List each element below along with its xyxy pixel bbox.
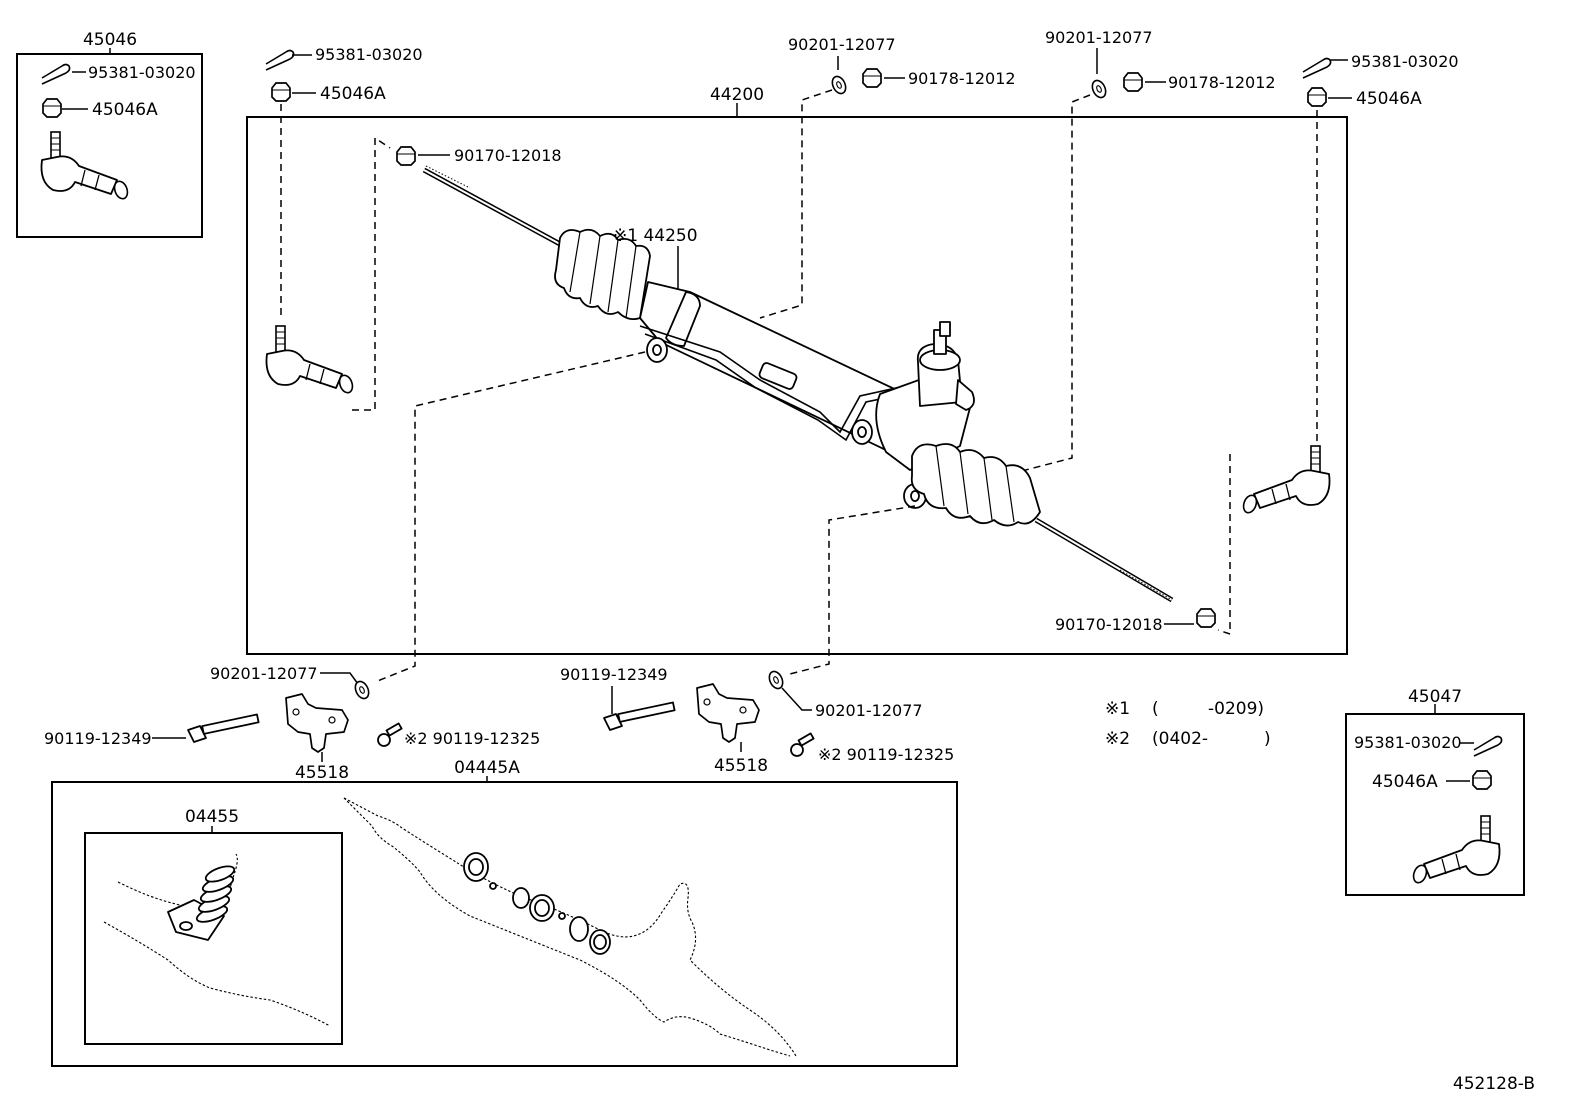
label-45046a-left: 45046A xyxy=(320,84,386,104)
group-label-45047: 45047 xyxy=(1408,687,1462,707)
group-04445a: 04445A 04455 xyxy=(51,758,958,1067)
label-90201-top-2: 90201-12077 xyxy=(1045,28,1153,47)
castle-nut-icon xyxy=(42,98,62,118)
spring-assembly-icon xyxy=(103,853,331,1027)
label-90170-lower: 90170-12018 xyxy=(1055,615,1163,634)
note-1-range: -0209) xyxy=(1208,699,1264,719)
label-45046a-box-lh: 45046A xyxy=(92,100,158,120)
upper-mid-parts: 90201-12077 90178-12012 90201-12077 9017… xyxy=(759,28,1276,475)
note-1-open: ( xyxy=(1152,699,1159,719)
label-45046a-right: 45046A xyxy=(1356,89,1422,109)
castle-nut-icon xyxy=(1472,770,1492,790)
tie-rod-end-inner-right-icon xyxy=(1240,445,1331,516)
label-90178-top-1: 90178-12012 xyxy=(908,69,1016,88)
cotter-pin-icon xyxy=(1473,735,1503,757)
label-45518-right: 45518 xyxy=(714,756,768,776)
label-90201-lower-right: 90201-12077 xyxy=(815,701,923,720)
group-label-04455: 04455 xyxy=(185,807,239,827)
lock-nut-icon xyxy=(396,146,416,166)
lock-nut-icon xyxy=(1196,608,1216,628)
castle-nut-icon xyxy=(1307,87,1327,107)
bracket-45518-right-icon xyxy=(696,683,760,743)
label-95381-right: 95381-03020 xyxy=(1351,52,1459,71)
label-90178-top-2: 90178-12012 xyxy=(1168,73,1276,92)
group-45046: 45046 95381-03020 45046A xyxy=(16,30,203,238)
cotter-pin-icon xyxy=(1302,57,1332,79)
washer-icon xyxy=(351,678,373,702)
cotter-pin-icon xyxy=(41,63,71,85)
nut-icon xyxy=(1123,72,1143,92)
tie-rod-end-icon xyxy=(40,131,131,202)
upper-left-parts: 95381-03020 45046A xyxy=(265,45,423,320)
note-1-mark: ※1 xyxy=(1105,699,1130,719)
label-90201-top-1: 90201-12077 xyxy=(788,35,896,54)
label-90170-upper: 90170-12018 xyxy=(454,146,562,165)
upper-right-parts: 95381-03020 45046A xyxy=(1302,52,1459,452)
group-label-04445a: 04445A xyxy=(454,758,520,778)
diagram-reference: 452128-B xyxy=(1453,1074,1535,1094)
bolt-90119-12349-left-icon xyxy=(187,713,260,743)
label-95381-left: 95381-03020 xyxy=(315,45,423,64)
washer-icon xyxy=(828,73,850,97)
label-45046a-box-rh: 45046A xyxy=(1372,772,1438,792)
bolt-90119-12349-mid-icon xyxy=(603,701,676,731)
note-2-mark: ※2 xyxy=(1105,729,1130,749)
label-90119-12325-right: ※2 90119-12325 xyxy=(818,745,954,764)
castle-nut-icon xyxy=(271,82,291,102)
bolt-90119-12325-left-icon xyxy=(377,722,403,747)
label-95381-box-lh: 95381-03020 xyxy=(88,63,196,82)
washer-icon xyxy=(765,668,787,692)
label-90201-lower-left: 90201-12077 xyxy=(210,664,318,683)
group-45047: 45047 95381-03020 45046A xyxy=(1345,687,1525,896)
rack-housing-ghost-icon xyxy=(343,797,797,1057)
group-label-45046: 45046 xyxy=(83,30,137,50)
group-44200: 44200 90170-12018 xyxy=(246,85,1348,683)
label-90119-12349-mid: 90119-12349 xyxy=(560,665,668,684)
steering-rack-icon xyxy=(422,165,1174,603)
tie-rod-end-inner-left-icon xyxy=(265,325,356,396)
note-2-range: (0402- xyxy=(1152,729,1208,749)
label-45518-left: 45518 xyxy=(295,763,349,783)
label-90119-12349-left: 90119-12349 xyxy=(44,729,152,748)
cotter-pin-icon xyxy=(265,49,295,71)
group-label-44200: 44200 xyxy=(710,85,764,105)
label-95381-box-rh: 95381-03020 xyxy=(1354,733,1462,752)
lower-mid-bracket-set: 90119-12349 45518 90201-12077 ※2 90119-1… xyxy=(560,665,954,776)
bolt-90119-12325-right-icon xyxy=(790,732,815,757)
tie-rod-end-icon xyxy=(1410,815,1501,886)
washer-icon xyxy=(1088,77,1110,101)
nut-icon xyxy=(862,68,882,88)
bracket-45518-left-icon xyxy=(285,693,349,753)
applicability-notes: ※1 ( -0209) ※2 (0402- ) xyxy=(1105,699,1271,749)
label-90119-12325-left: ※2 90119-12325 xyxy=(404,729,540,748)
label-44250: ※1 44250 xyxy=(613,226,698,246)
lower-left-bracket-set: 90201-12077 45518 90119-12349 ※2 90119-1… xyxy=(44,664,540,783)
note-2-close: ) xyxy=(1264,729,1271,749)
